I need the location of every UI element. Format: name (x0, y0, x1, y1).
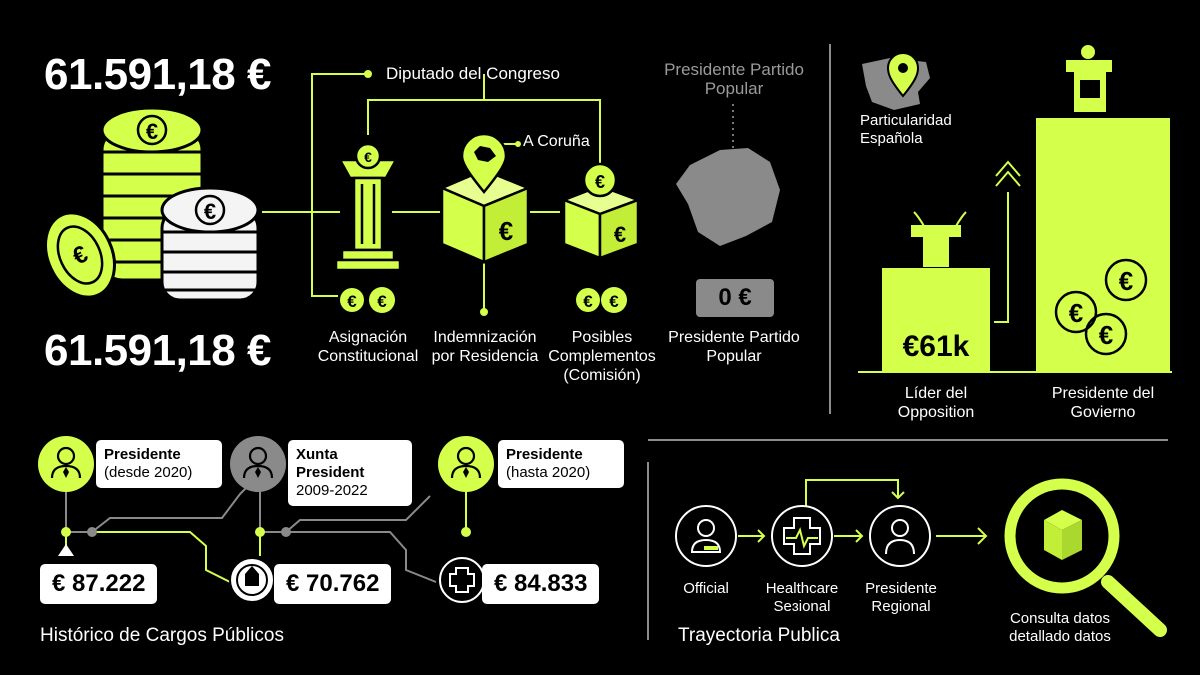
role-card-presidente-hasta: Presidente (hasta 2020) (498, 440, 624, 488)
history-title: Histórico de Cargos Públicos (40, 625, 284, 646)
region-map-icon (676, 104, 780, 246)
role-period: 2009-2022 (296, 482, 368, 499)
svg-text:€: € (204, 199, 216, 224)
podium-icon (1066, 45, 1112, 112)
complement-box-icon (560, 162, 642, 260)
amount-pill-87222: € 87.222 (40, 564, 158, 604)
item-label-asignacion: Asignación Constitucional (317, 329, 419, 365)
step-regional-president: Presidente Regional (865, 580, 937, 615)
svg-text:€: € (499, 216, 513, 246)
breakdown-root-label: Diputado del Congreso (386, 64, 560, 83)
salary-amount-top: 61.591,18 € (44, 50, 271, 99)
person-icon (230, 436, 286, 492)
item-label-complementos: Posibles Complementos (Comisión) (548, 329, 656, 384)
comparison-title: Particularidad Española (860, 112, 952, 147)
svg-text:€: € (609, 292, 619, 311)
person-icon (38, 436, 94, 492)
bar-opposition (882, 268, 990, 372)
amount-pill-70762: € 70.762 (274, 564, 392, 604)
svg-text:€: € (1099, 320, 1113, 350)
coin-stack-icon: € € € (44, 106, 260, 302)
bar-value-opposition: €61k (902, 330, 970, 363)
role-name: Xunta President (296, 446, 365, 481)
svg-text:€: € (377, 292, 387, 311)
location-pin-icon (460, 132, 508, 194)
flow-arrows (738, 479, 988, 545)
pp-amount-badge: 0 € (696, 279, 774, 317)
role-name: Presidente (506, 446, 583, 463)
breakdown-connectors (262, 73, 601, 312)
role-card-xunta: Xunta President 2009-2022 (288, 440, 412, 506)
bar-label-opposition: Líder del Opposition (897, 385, 975, 421)
euro-coins-icon: € € (576, 287, 627, 313)
pp-title: Presidente Partido Popular (664, 60, 804, 98)
svg-text:€: € (347, 292, 357, 311)
item-label-indemnizacion: Indemnización por Residencia (431, 329, 539, 365)
svg-text:€: € (595, 172, 605, 192)
svg-text:€: € (364, 149, 372, 165)
search-icon (1004, 478, 1167, 637)
healthcare-icon (771, 505, 833, 567)
svg-text:€: € (1069, 298, 1083, 328)
svg-text:€: € (614, 222, 626, 247)
official-icon (675, 505, 737, 567)
search-label[interactable]: Consulta datos detallado datos (1009, 610, 1111, 645)
role-period: (hasta 2020) (506, 464, 591, 481)
role-period: (desde 2020) (104, 464, 193, 481)
step-healthcare: Healthcare Seɜional (765, 580, 839, 615)
trajectory-title: Trayectoria Publica (678, 625, 840, 646)
regional-president-icon (869, 505, 931, 567)
bar-government (1036, 118, 1170, 372)
person-icon (438, 436, 494, 492)
spain-map-icon (862, 52, 930, 110)
seal-icon (229, 557, 275, 603)
step-official: Official (683, 580, 729, 597)
bar-label-government: Presidente del Govierno (1051, 385, 1155, 421)
euro-coins-icon: € € (340, 287, 395, 313)
location-label: A Coruña (523, 133, 590, 150)
svg-text:€: € (1119, 266, 1133, 296)
euro-coins-icon: € € € (1054, 258, 1148, 356)
role-card-presidente-desde: Presidente (desde 2020) (96, 440, 222, 488)
podium-icon (911, 211, 967, 267)
pointer-icon (58, 544, 74, 556)
upgrade-arrow-icon (994, 160, 1021, 323)
svg-text:€: € (146, 119, 158, 144)
pp-label: Presidente Partido Popular (668, 329, 800, 365)
amount-pill-84833: € 84.833 (482, 564, 600, 604)
role-name: Presidente (104, 446, 181, 463)
column-icon (334, 142, 402, 272)
salary-amount-bottom: 61.591,18 € (44, 326, 271, 375)
svg-text:€: € (583, 292, 593, 311)
health-cross-icon (439, 557, 485, 603)
